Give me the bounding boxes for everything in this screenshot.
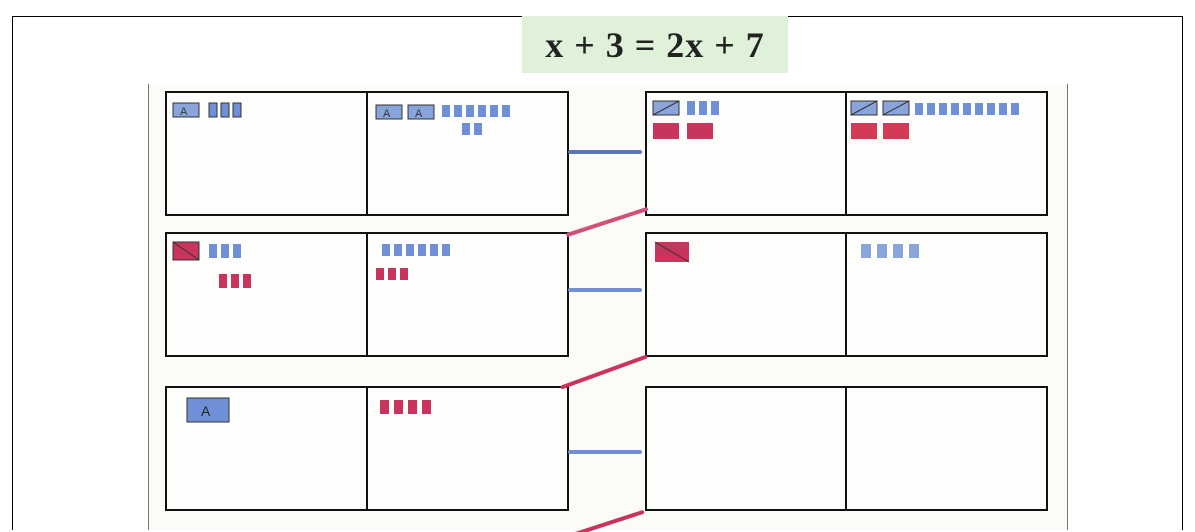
row1-right-x-cell	[645, 91, 848, 216]
scan-edge-left	[148, 84, 149, 530]
row3-left-unit-cell	[366, 386, 569, 511]
row3-right-x-cell	[645, 386, 848, 511]
equation-text: x + 3 = 2x + 7	[545, 24, 765, 66]
row1-left-x-tiles: A	[167, 93, 366, 214]
svg-text:A: A	[180, 106, 188, 118]
row1-right-unit-cell	[845, 91, 1048, 216]
connector-stroke-2	[560, 354, 648, 389]
connector-stroke-1	[565, 207, 648, 237]
equals-stroke-1	[568, 150, 642, 154]
row3-left-x-cell: A	[165, 386, 368, 511]
svg-text:A: A	[383, 108, 391, 120]
row3-left-unit-tiles	[368, 388, 567, 509]
row1-left-x-cell: A	[165, 91, 368, 216]
row2-left-unit-tiles	[368, 234, 567, 355]
svg-text:A: A	[415, 108, 423, 120]
row2-left-x-cell	[165, 232, 368, 357]
connector-stroke-3	[567, 510, 644, 532]
row1-left-unit-cell: A A	[366, 91, 569, 216]
scanned-worksheet: A A A	[148, 84, 1068, 530]
row1-right-x-tiles	[647, 93, 846, 214]
equation-banner: x + 3 = 2x + 7	[522, 16, 788, 73]
row1-left-unit-tiles: A A	[368, 93, 567, 214]
row3-left-x-tiles: A	[167, 388, 366, 509]
row1-right-unit-tiles	[847, 93, 1046, 214]
row2-left-unit-cell	[366, 232, 569, 357]
row2-right-unit-cell	[845, 232, 1048, 357]
scan-edge-right	[1067, 84, 1068, 530]
equals-stroke-3	[568, 450, 642, 454]
row3-right-unit-cell	[845, 386, 1048, 511]
row2-right-x-tiles	[647, 234, 846, 355]
svg-text:A: A	[201, 403, 211, 419]
row2-right-x-cell	[645, 232, 848, 357]
row2-right-unit-tiles	[847, 234, 1046, 355]
equals-stroke-2	[568, 288, 642, 292]
row2-left-x-tiles	[167, 234, 366, 355]
